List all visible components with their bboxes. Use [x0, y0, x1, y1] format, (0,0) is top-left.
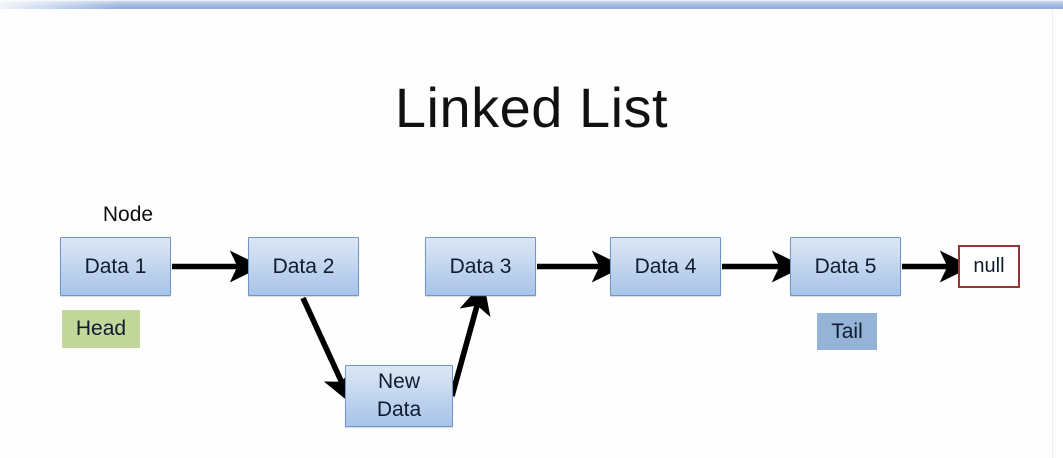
head-tag[interactable]: Head: [62, 310, 140, 348]
slide-canvas: [0, 9, 1052, 458]
node-box-data-5[interactable]: Data 5: [790, 237, 901, 296]
node-label-data-3: Data 3: [449, 254, 512, 278]
null-terminator-box[interactable]: null: [958, 245, 1020, 288]
node-label-new-data-line-1: New: [377, 370, 420, 393]
node-box-data-1[interactable]: Data 1: [60, 237, 171, 296]
top-band-highlight: [0, 0, 120, 9]
slide-right-edge: [1052, 9, 1053, 458]
node-label-data-5: Data 5: [814, 254, 877, 278]
node-label-data-4: Data 4: [634, 254, 697, 278]
node-box-data-2[interactable]: Data 2: [248, 237, 359, 296]
node-label-new-data-line-2: Data: [376, 398, 422, 421]
node-box-new-data[interactable]: New Data: [345, 365, 453, 427]
tail-tag[interactable]: Tail: [817, 313, 877, 350]
page-title: Linked List: [394, 76, 669, 139]
null-label: null: [973, 255, 1005, 277]
node-label-data-2: Data 2: [272, 254, 335, 278]
head-tag-label: Head: [75, 317, 127, 340]
node-box-data-3[interactable]: Data 3: [425, 237, 536, 296]
node-annotation-label: Node: [102, 203, 154, 226]
window-top-band: [0, 0, 1063, 9]
node-label-data-1: Data 1: [84, 254, 147, 278]
tail-tag-label: Tail: [831, 319, 863, 343]
node-box-data-4[interactable]: Data 4: [610, 237, 721, 296]
